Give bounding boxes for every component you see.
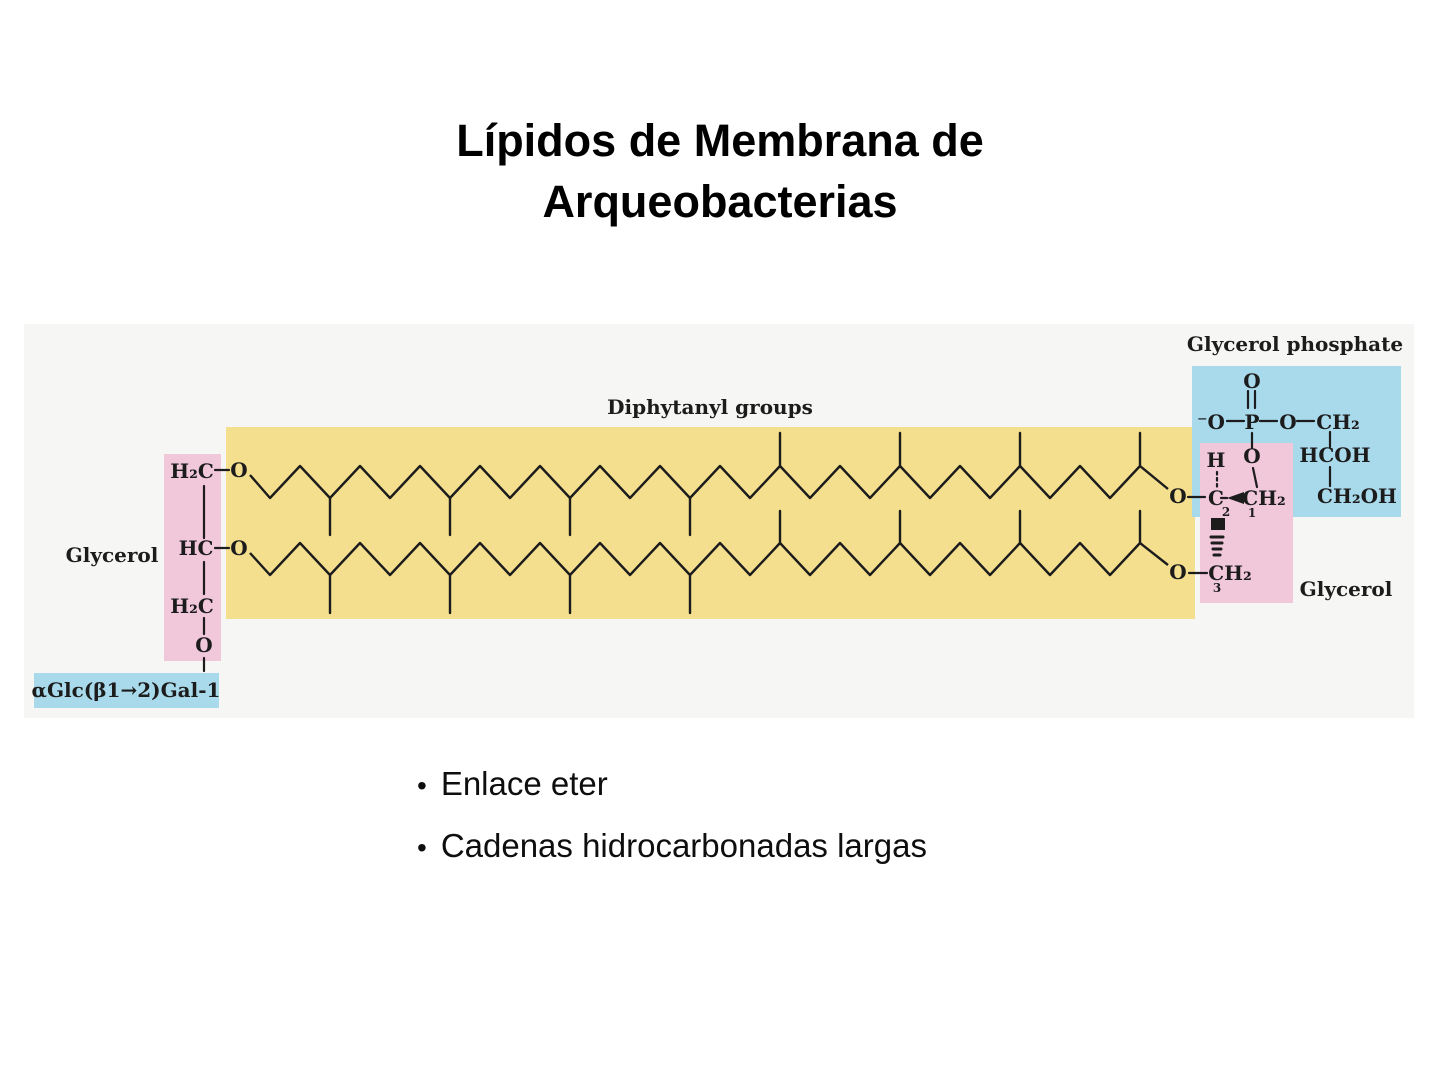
atom-hcoh: HCOH (1299, 443, 1370, 467)
atom-hc: HC (179, 536, 214, 560)
solid-wedge-bond (1227, 492, 1244, 504)
bullet-text-2: Cadenas hidrocarbonadas largas (440, 827, 927, 864)
atom-c3-number: 3 (1213, 581, 1221, 595)
atom-c2-number: 2 (1222, 505, 1230, 519)
yellow-highlight-diphytanyl (226, 427, 1195, 619)
atom-c1: CH₂ (1242, 486, 1286, 510)
title-line-2: Arqueobacterias (542, 176, 898, 227)
atom-c1-number: 1 (1248, 506, 1256, 520)
label-glycerol-right: Glycerol (1300, 577, 1393, 601)
lipid-structure-diagram: Glycerol Diphytanyl groups Glycerol phos… (24, 324, 1414, 718)
label-sugar: αGlc(β1→2)Gal-1 (32, 678, 221, 702)
atom-c2: C (1208, 486, 1224, 510)
diagram-svg: Glycerol Diphytanyl groups Glycerol phos… (24, 324, 1414, 718)
atom-o-below-p: O (1243, 444, 1260, 468)
atom-o-chain-top: O (230, 458, 247, 482)
atom-o-minus: ⁻O (1197, 410, 1225, 434)
atom-c3: CH₂ (1208, 561, 1252, 585)
atom-h2c-top: H₂C (170, 459, 214, 483)
label-glycerol-phosphate: Glycerol phosphate (1187, 332, 1403, 356)
atom-ch2-phosphate: CH₂ (1316, 410, 1360, 434)
bullet-marker: • (417, 770, 427, 801)
atom-ch2oh: CH₂OH (1317, 484, 1397, 508)
label-glycerol-left: Glycerol (66, 543, 159, 567)
bullet-list: • Enlace eter • Cadenas hidrocarbonadas … (417, 765, 927, 865)
bond-lines (202, 389, 1332, 673)
pink-highlight-glycerol-left (164, 454, 221, 661)
atom-o-double: O (1243, 369, 1260, 393)
atom-h-stereo: H (1207, 448, 1226, 472)
hashed-wedge-head (1211, 518, 1225, 530)
atom-o-bridge: O (1279, 410, 1296, 434)
atom-o-ether-top-right: O (1169, 484, 1186, 508)
atom-o-ether-bottom-right: O (1169, 560, 1186, 584)
atom-p: P (1244, 410, 1259, 434)
blue-highlight-sugar (34, 673, 219, 708)
bullet-item-1: • Enlace eter (417, 765, 927, 803)
title-line-1: Lípidos de Membrana de (456, 115, 984, 166)
bullet-item-2: • Cadenas hidrocarbonadas largas (417, 827, 927, 865)
diphytanyl-chains (249, 431, 1169, 615)
atom-o-chain-bottom: O (230, 536, 247, 560)
atom-h2c-bottom: H₂C (170, 594, 214, 618)
page-title: Lípidos de Membrana de Arqueobacterias (0, 110, 1440, 232)
atom-o-ester: O (195, 633, 212, 657)
bullet-text-1: Enlace eter (440, 765, 608, 802)
bullet-marker: • (417, 832, 427, 863)
label-diphytanyl-groups: Diphytanyl groups (607, 395, 813, 419)
